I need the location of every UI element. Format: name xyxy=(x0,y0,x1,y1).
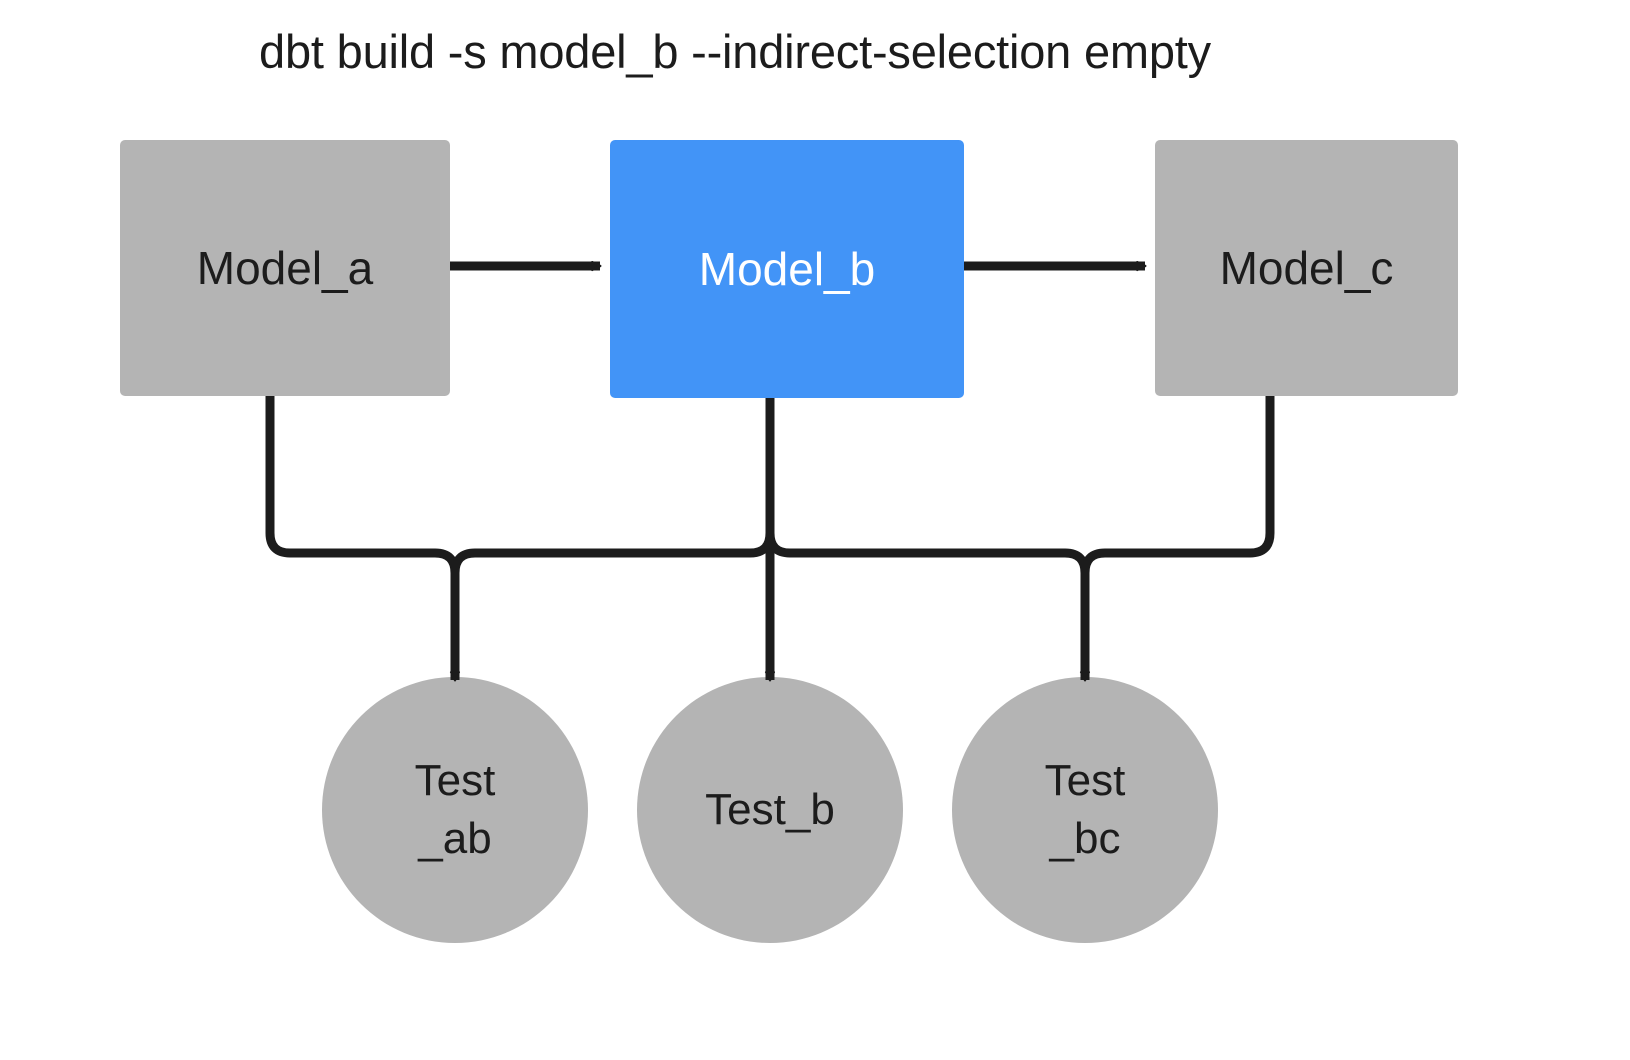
node-test-b[interactable] xyxy=(637,677,903,943)
edge-model-c-to-test-bc xyxy=(1080,396,1275,574)
edge-model-b-to-test-bc xyxy=(765,398,1085,680)
node-model-a[interactable] xyxy=(120,140,450,396)
diagram-title: dbt build -s model_b --indirect-selectio… xyxy=(259,25,1211,78)
node-test-bc[interactable] xyxy=(952,677,1218,943)
edge-model-a-to-test-ab xyxy=(265,396,455,680)
node-test-ab[interactable] xyxy=(322,677,588,943)
node-model-c[interactable] xyxy=(1155,140,1458,396)
edge-model-b-to-test-ab xyxy=(450,398,775,574)
node-model-b[interactable] xyxy=(610,140,964,398)
